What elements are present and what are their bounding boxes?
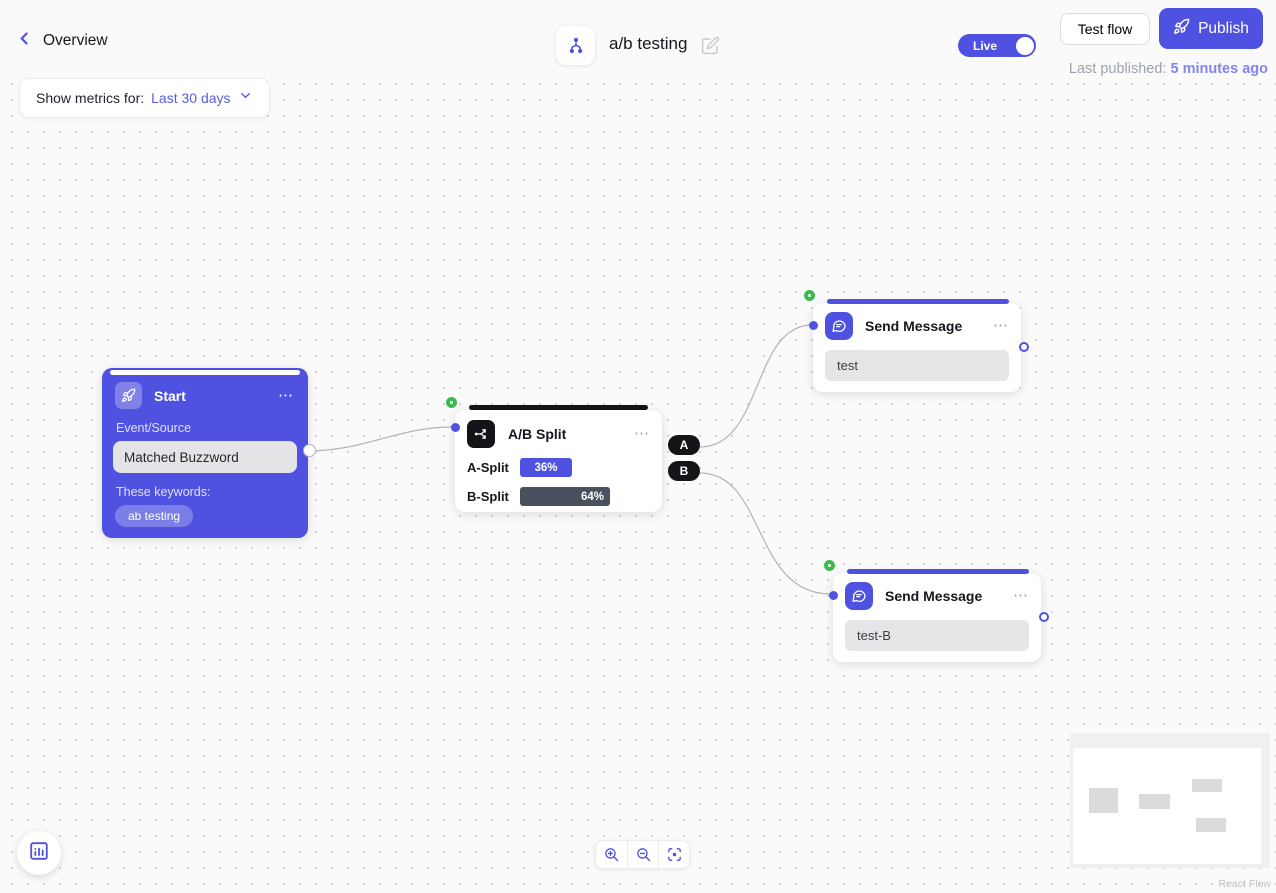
status-handle[interactable]: [446, 397, 457, 408]
keywords-label: These keywords:: [116, 485, 211, 499]
node-menu-icon[interactable]: ⋯: [634, 425, 650, 442]
flow-title: a/b testing: [609, 26, 687, 54]
edge-label-a[interactable]: A: [668, 435, 700, 455]
source-handle[interactable]: [1019, 342, 1029, 352]
node-ab-split[interactable]: A/B Split ⋯ A-Split 36% B-Split 64%: [446, 397, 662, 512]
event-source-label: Event/Source: [116, 421, 192, 435]
message-field[interactable]: test-B: [845, 620, 1029, 651]
test-flow-button[interactable]: Test flow: [1060, 13, 1150, 45]
node-send-message-b[interactable]: Send Message ⋯ test-B: [824, 560, 1049, 662]
a-split-bar: 36%: [520, 458, 572, 477]
target-handle[interactable]: [451, 423, 460, 432]
fit-view-button[interactable]: [658, 841, 689, 868]
rocket-icon: [1173, 18, 1190, 40]
node-top-strip: [469, 405, 648, 410]
minimap-node-ab-split: [1139, 794, 1170, 809]
chevron-down-icon[interactable]: [238, 88, 253, 108]
minimap-node-send-message-a: [1192, 779, 1222, 792]
zoom-out-button[interactable]: [627, 841, 658, 868]
metrics-filter[interactable]: Show metrics for: Last 30 days: [19, 78, 270, 118]
node-menu-icon[interactable]: ⋯: [1013, 587, 1029, 604]
node-menu-icon[interactable]: ⋯: [278, 386, 294, 404]
live-toggle[interactable]: Live: [958, 34, 1036, 57]
metrics-filter-label: Show metrics for:: [36, 90, 145, 106]
back-label: Overview: [43, 32, 108, 49]
node-top-strip: [827, 299, 1009, 304]
node-title: Send Message: [865, 318, 963, 334]
rocket-icon: [115, 382, 142, 409]
back-to-overview[interactable]: Overview: [16, 30, 108, 52]
last-published-value: 5 minutes ago: [1170, 61, 1269, 77]
chat-bubble-icon: [845, 582, 873, 610]
source-handle[interactable]: [1039, 612, 1049, 622]
chevron-left-icon[interactable]: [16, 30, 33, 52]
flow-type-icon: [556, 26, 595, 65]
publish-label: Publish: [1198, 19, 1249, 37]
node-send-message-a[interactable]: Send Message ⋯ test: [804, 290, 1029, 392]
node-top-strip: [847, 569, 1029, 574]
live-toggle-label: Live: [973, 38, 998, 53]
message-field[interactable]: test: [825, 350, 1009, 381]
node-title: Send Message: [885, 588, 983, 604]
canvas-controls: [595, 840, 690, 869]
metrics-filter-value[interactable]: Last 30 days: [151, 90, 231, 106]
node-menu-icon[interactable]: ⋯: [993, 317, 1009, 334]
a-split-label: A-Split: [467, 460, 509, 475]
target-handle[interactable]: [809, 321, 818, 330]
last-published: Last published: 5 minutes ago: [1069, 61, 1268, 77]
target-handle[interactable]: [829, 591, 838, 600]
b-split-label: B-Split: [467, 489, 509, 504]
keyword-tag[interactable]: ab testing: [115, 505, 194, 527]
flow-title-group: a/b testing: [556, 26, 720, 65]
edge-label-b[interactable]: B: [668, 461, 700, 481]
minimap[interactable]: [1070, 733, 1270, 868]
status-handle[interactable]: [804, 290, 815, 301]
bar-chart-icon: [28, 840, 50, 867]
split-icon: [467, 420, 495, 448]
last-published-label: Last published:: [1068, 61, 1167, 77]
node-top-strip: [110, 370, 300, 375]
node-start[interactable]: Start ⋯ Event/Source Matched Buzzword Th…: [102, 368, 316, 538]
node-title: A/B Split: [508, 426, 567, 442]
status-handle[interactable]: [824, 560, 835, 571]
metrics-panel-button[interactable]: [17, 831, 61, 875]
toggle-knob: [1015, 36, 1034, 55]
react-flow-attribution: React Flow: [1218, 878, 1271, 890]
flow-title-text[interactable]: a/b testing: [609, 34, 688, 53]
event-source-field[interactable]: Matched Buzzword: [113, 441, 297, 473]
b-split-bar: 64%: [520, 487, 610, 506]
minimap-node-start: [1089, 788, 1118, 813]
edit-title-icon[interactable]: [701, 26, 720, 60]
node-title: Start: [154, 387, 186, 404]
publish-button[interactable]: Publish: [1159, 8, 1263, 49]
minimap-node-send-message-b: [1196, 818, 1226, 832]
chat-bubble-icon: [825, 312, 853, 340]
zoom-in-button[interactable]: [596, 841, 627, 868]
source-handle[interactable]: [303, 444, 316, 457]
